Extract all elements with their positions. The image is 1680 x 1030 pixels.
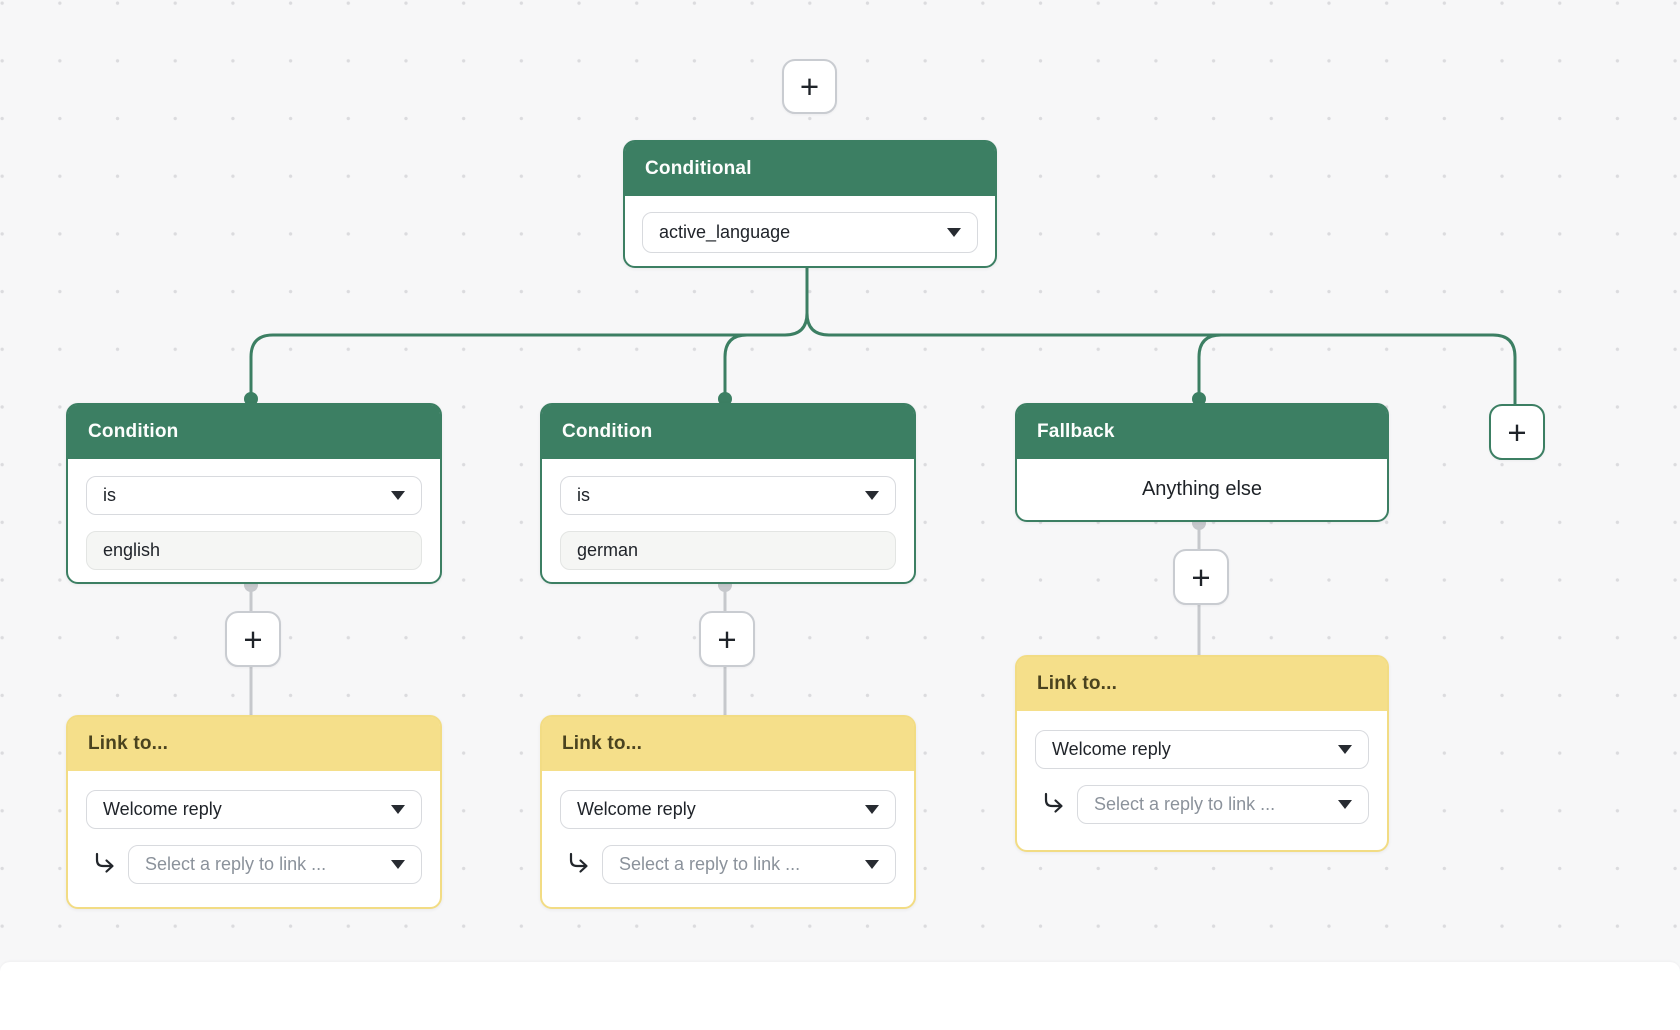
conditional-variable-dropdown[interactable]: active_language	[642, 212, 978, 253]
add-step-button-english[interactable]: +	[225, 611, 281, 667]
wire-condition-english	[249, 265, 809, 399]
wire-fallback	[1197, 333, 1222, 399]
branch-wires-green	[244, 265, 1517, 406]
fallback-node-title: Fallback	[1037, 421, 1115, 442]
port-in-condition-english	[244, 392, 258, 406]
fallback-node-header: Fallback	[1017, 405, 1387, 459]
link-to-node-english[interactable]: Link to... Welcome reply Select a reply …	[66, 715, 442, 909]
link-to-node-title: Link to...	[1037, 673, 1118, 694]
link-to-node-header: Link to...	[68, 717, 440, 771]
caret-down-icon	[1338, 745, 1352, 754]
link-to-node-fallback[interactable]: Link to... Welcome reply Select a reply …	[1015, 655, 1389, 852]
caret-down-icon	[865, 860, 879, 869]
condition-value-input[interactable]: english	[86, 531, 422, 570]
add-step-button-fallback[interactable]: +	[1173, 549, 1229, 605]
plus-icon: +	[1191, 558, 1211, 596]
fallback-node[interactable]: Fallback Anything else	[1015, 403, 1389, 522]
condition-node-english[interactable]: Condition is english	[66, 403, 442, 584]
port-in-fallback	[1192, 392, 1206, 406]
plus-icon: +	[717, 620, 737, 658]
conditional-node-title: Conditional	[645, 158, 752, 179]
link-select-reply-dropdown[interactable]: Select a reply to link ...	[1077, 785, 1369, 824]
link-reply-dropdown[interactable]: Welcome reply	[86, 790, 422, 829]
conditional-node-header: Conditional	[625, 142, 995, 196]
link-to-node-title: Link to...	[88, 733, 169, 754]
caret-down-icon	[865, 491, 879, 500]
link-reply-value: Welcome reply	[577, 799, 696, 819]
conditional-node[interactable]: Conditional active_language	[623, 140, 997, 268]
link-reply-value: Welcome reply	[103, 799, 222, 819]
link-to-node-header: Link to...	[1017, 657, 1387, 711]
add-step-button-german[interactable]: +	[699, 611, 755, 667]
port-in-condition-german	[718, 392, 732, 406]
link-select-reply-placeholder: Select a reply to link ...	[145, 854, 327, 874]
condition-node-german[interactable]: Condition is german	[540, 403, 916, 584]
condition-value-text: english	[103, 540, 161, 560]
condition-node-header: Condition	[68, 405, 440, 459]
caret-down-icon	[391, 860, 405, 869]
wire-add-branch	[805, 312, 1517, 406]
caret-down-icon	[947, 228, 961, 237]
caret-down-icon	[391, 805, 405, 814]
condition-operator-value: is	[103, 485, 116, 505]
condition-node-title: Condition	[88, 421, 179, 442]
link-select-reply-placeholder: Select a reply to link ...	[619, 854, 801, 874]
link-select-reply-dropdown[interactable]: Select a reply to link ...	[128, 845, 422, 884]
branch-arrow-icon	[95, 852, 114, 873]
branch-arrow-icon	[569, 852, 588, 873]
link-reply-value: Welcome reply	[1052, 739, 1171, 759]
caret-down-icon	[865, 805, 879, 814]
link-reply-dropdown[interactable]: Welcome reply	[1035, 730, 1369, 769]
link-reply-dropdown[interactable]: Welcome reply	[560, 790, 896, 829]
caret-down-icon	[391, 491, 405, 500]
add-branch-button[interactable]: +	[1489, 404, 1545, 460]
condition-operator-value: is	[577, 485, 590, 505]
condition-operator-dropdown[interactable]: is	[560, 476, 896, 515]
conditional-variable-value: active_language	[659, 222, 791, 242]
condition-node-title: Condition	[562, 421, 653, 442]
wire-condition-german	[723, 333, 748, 399]
plus-icon: +	[799, 68, 820, 105]
condition-value-text: german	[577, 540, 639, 560]
condition-value-input[interactable]: german	[560, 531, 896, 570]
link-select-reply-dropdown[interactable]: Select a reply to link ...	[602, 845, 896, 884]
condition-operator-dropdown[interactable]: is	[86, 476, 422, 515]
bottom-panel	[0, 962, 1680, 1030]
add-step-button-top[interactable]: +	[782, 59, 837, 114]
plus-icon: +	[1507, 413, 1527, 451]
condition-node-header: Condition	[542, 405, 914, 459]
fallback-node-label: Anything else	[1141, 478, 1263, 500]
link-to-node-title: Link to...	[562, 733, 643, 754]
plus-icon: +	[243, 620, 263, 658]
caret-down-icon	[1338, 800, 1352, 809]
branch-arrow-icon	[1044, 792, 1063, 813]
link-to-node-german[interactable]: Link to... Welcome reply Select a reply …	[540, 715, 916, 909]
link-to-node-header: Link to...	[542, 717, 914, 771]
link-select-reply-placeholder: Select a reply to link ...	[1094, 794, 1276, 814]
